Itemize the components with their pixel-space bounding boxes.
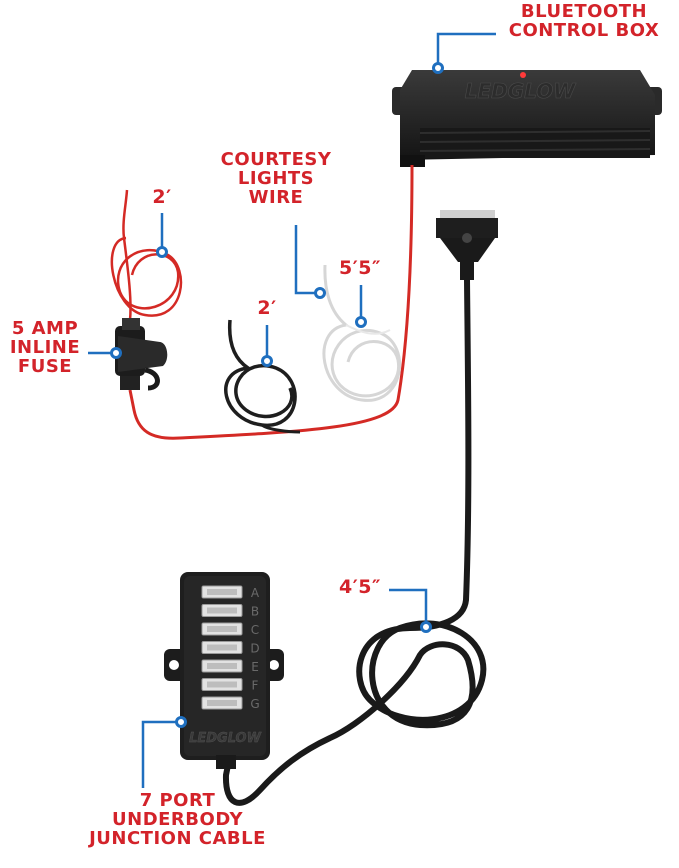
length-white-wire: 5′5″ [339,257,381,279]
marker-courtesy [314,287,326,299]
inline-fuse [115,318,168,391]
connector-plug [436,210,498,280]
marker-bluetooth [432,62,444,74]
port-pins [207,663,237,669]
label-fuse: 5 AMP INLINE FUSE [9,318,81,377]
port-pins [207,700,237,706]
label-courtesy-lights-wire: COURTESY LIGHTS WIRE [220,149,332,208]
port-pins [207,607,237,614]
leader-courtesy [294,225,319,295]
marker-white [355,316,367,328]
label-junction-cable: 7 PORT UNDERBODY JUNCTION CABLE [89,790,266,849]
port-label: B [251,605,259,619]
red-power-wire [128,164,414,440]
port-pins [207,644,237,651]
length-red-wire: 2′ [152,186,172,208]
port-label: C [251,623,259,637]
marker-main [420,621,432,633]
length-main-cable: 4′5″ [339,576,381,598]
leader-junction [141,720,181,788]
leader-bluetooth [436,32,496,68]
port-label: E [251,660,259,674]
control-box-logo: LEDGLOW [465,79,576,103]
port-label: D [250,642,259,656]
red-wire-coil [110,236,183,317]
main-cable [222,279,487,806]
black-to-red-junction [261,423,301,434]
black-ground-wire [224,319,297,427]
marker-fuse [110,347,122,359]
port-label: A [251,586,260,600]
bluetooth-control-box: LEDGLOW [392,70,662,167]
marker-red [156,246,168,258]
marker-junction [175,716,187,728]
port-pins [207,589,237,595]
port-pins [207,681,237,688]
marker-black [261,355,273,367]
label-bluetooth-control-box: BLUETOOTH CONTROL BOX [508,1,660,41]
junction-box-logo: LEDGLOW [189,731,261,746]
port-label: F [252,679,259,693]
port-pins [207,626,237,632]
port-label: G [250,697,259,711]
leader-main [389,588,428,626]
length-black-wire: 2′ [257,297,277,319]
